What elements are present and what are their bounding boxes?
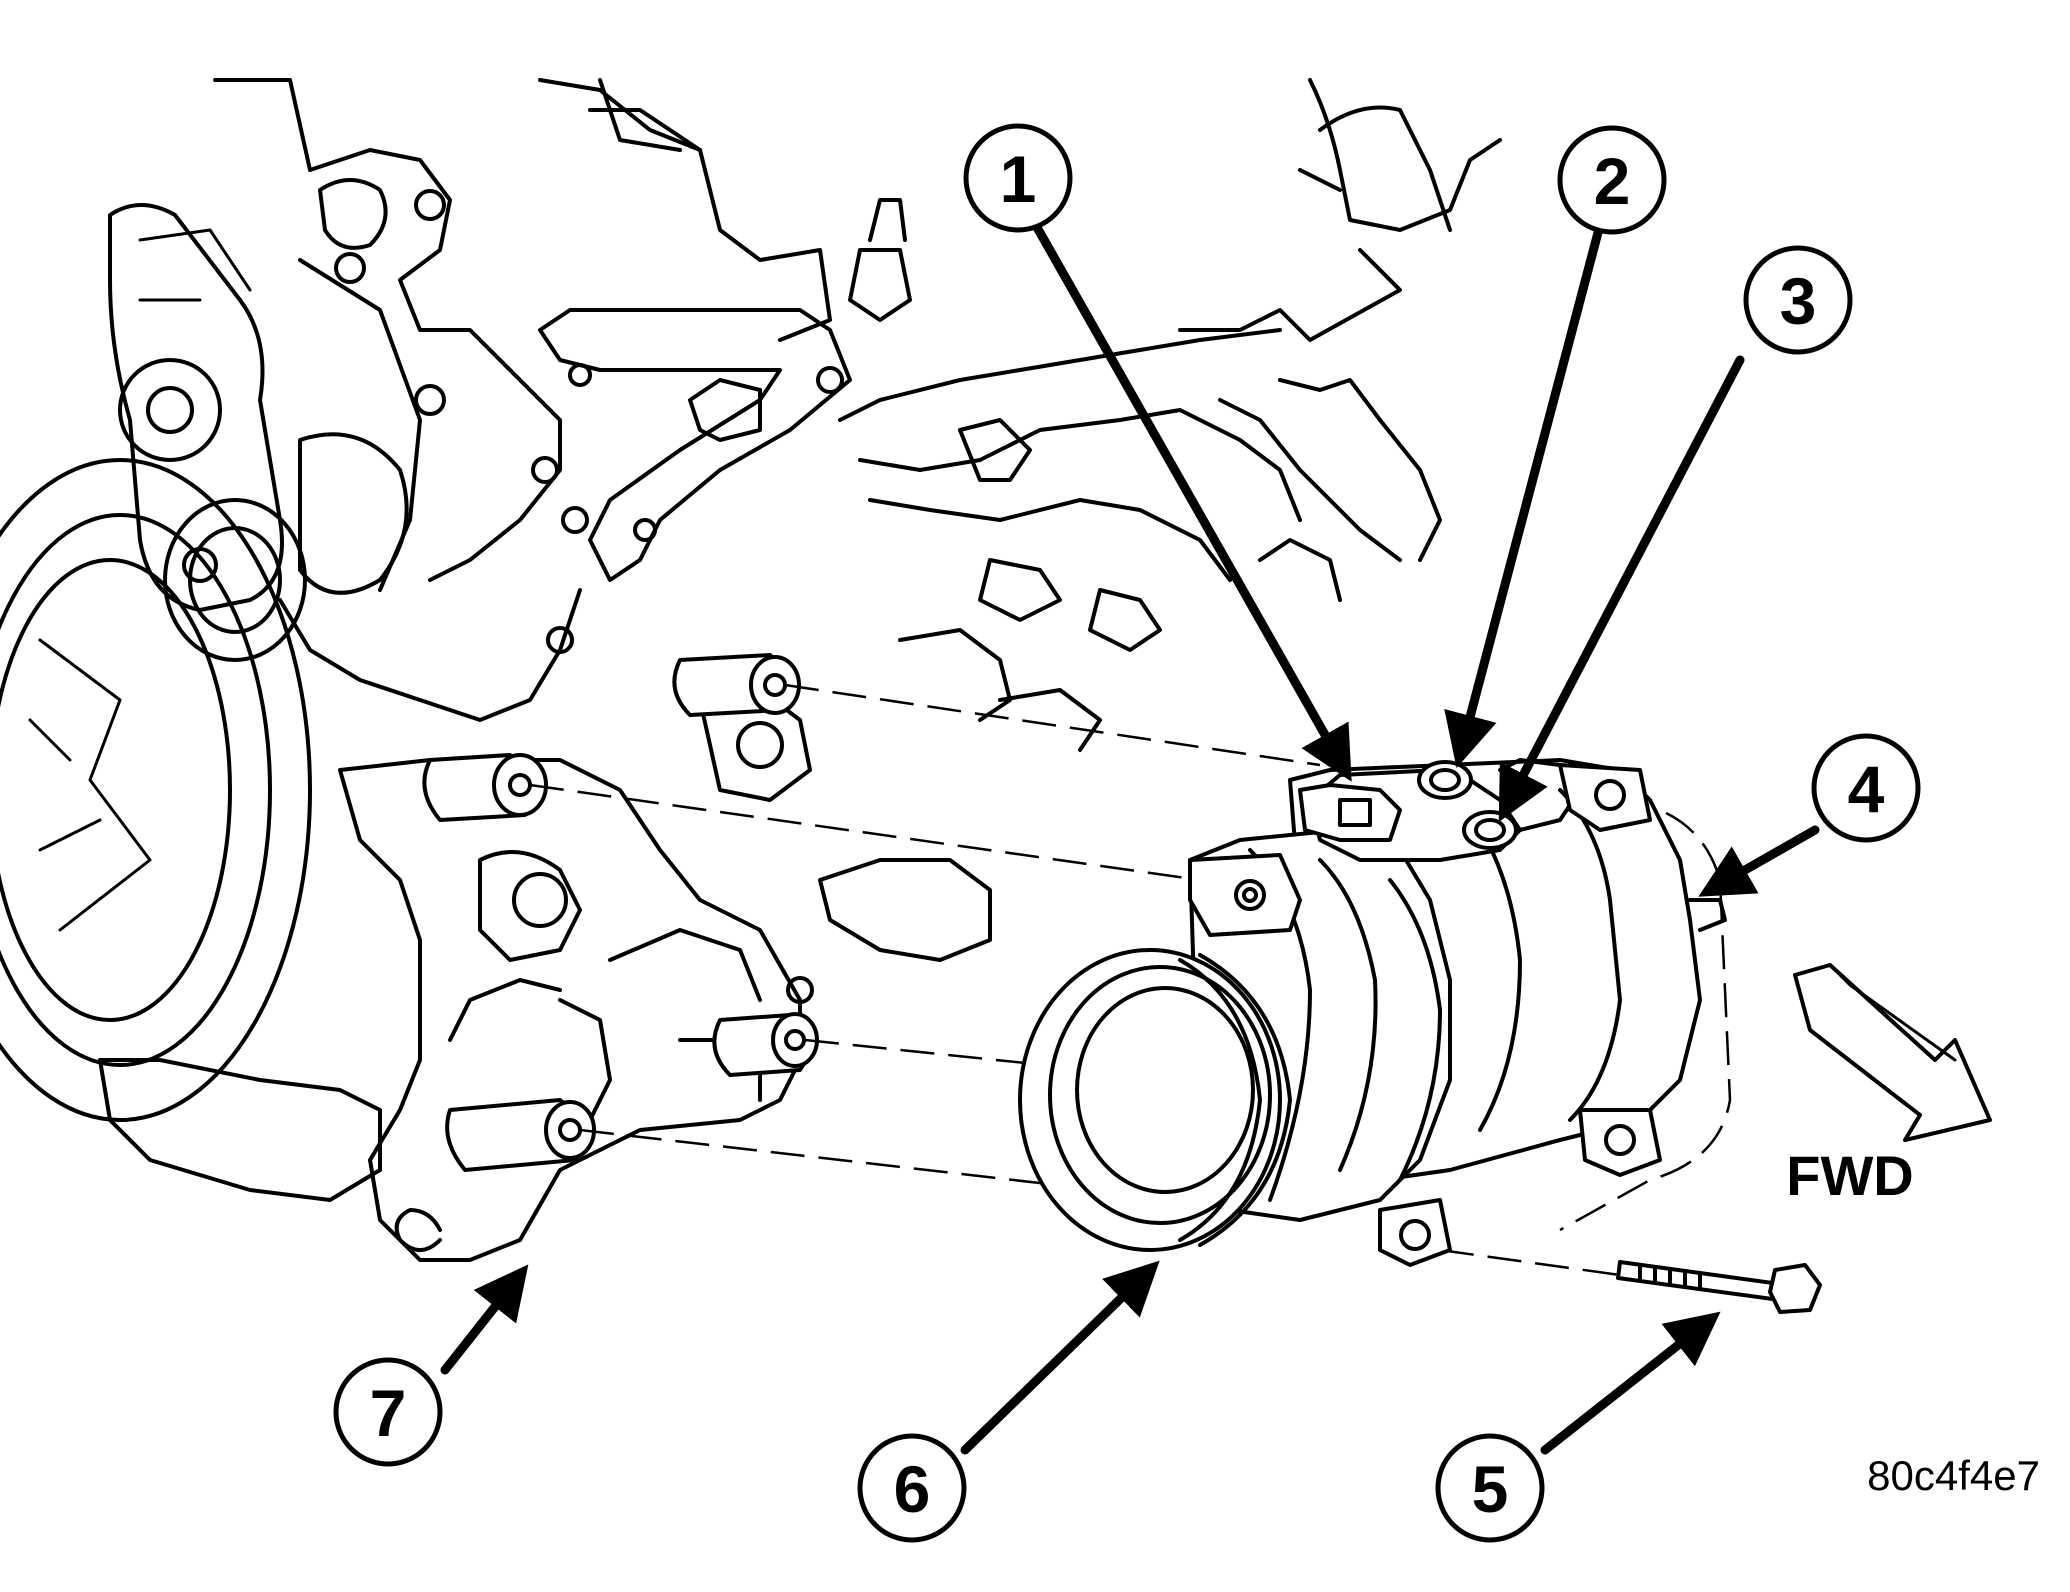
engine-lower-body bbox=[838, 328, 1342, 752]
callout-1: 1 bbox=[963, 123, 1073, 233]
leader-arrow-7 bbox=[440, 1264, 529, 1375]
callout-5: 5 bbox=[1435, 1433, 1545, 1543]
callout-number: 5 bbox=[1472, 1452, 1509, 1526]
callout-6: 6 bbox=[857, 1433, 967, 1543]
callout-number: 6 bbox=[894, 1452, 931, 1526]
figure-code: 80c4f4e7 bbox=[1867, 1452, 2040, 1499]
crankshaft-pulley bbox=[0, 458, 312, 1122]
leader-arrow-1 bbox=[1025, 210, 1352, 782]
callout-2: 2 bbox=[1557, 125, 1667, 235]
callout-7: 7 bbox=[333, 1357, 443, 1467]
ac-compressor bbox=[1018, 758, 1727, 1267]
upper-bracket bbox=[538, 198, 912, 582]
compressor-mounting-bracket bbox=[98, 688, 992, 1262]
leader-arrow-5 bbox=[1540, 1311, 1721, 1455]
callout-number: 1 bbox=[1000, 142, 1037, 216]
leader-arrow-4 bbox=[1698, 825, 1820, 897]
leader-arrows bbox=[440, 210, 1820, 1455]
callout-number: 2 bbox=[1594, 144, 1631, 218]
engine-block-illustration bbox=[0, 78, 1732, 1277]
belt-tensioner bbox=[108, 203, 307, 662]
leader-arrow-2 bbox=[1444, 220, 1605, 769]
leader-arrow-3 bbox=[1498, 355, 1745, 822]
callout-number: 7 bbox=[370, 1376, 407, 1450]
callout-number: 3 bbox=[1780, 264, 1817, 338]
engine-upper-housing bbox=[213, 78, 832, 722]
forward-arrow-icon bbox=[1793, 963, 1992, 1142]
callout-3: 3 bbox=[1743, 245, 1853, 355]
spacer-bushings bbox=[422, 653, 819, 1172]
callout-4: 4 bbox=[1811, 733, 1921, 843]
callout-number: 4 bbox=[1848, 752, 1885, 826]
alignment-dashed-lines bbox=[529, 683, 1732, 1277]
intake-manifold bbox=[1178, 78, 1502, 562]
fwd-label: FWD bbox=[1786, 1144, 1914, 1207]
leader-arrow-6 bbox=[960, 1260, 1160, 1455]
forward-direction-indicator: FWD bbox=[1786, 963, 1992, 1207]
mounting-bolt bbox=[1616, 1260, 1822, 1314]
